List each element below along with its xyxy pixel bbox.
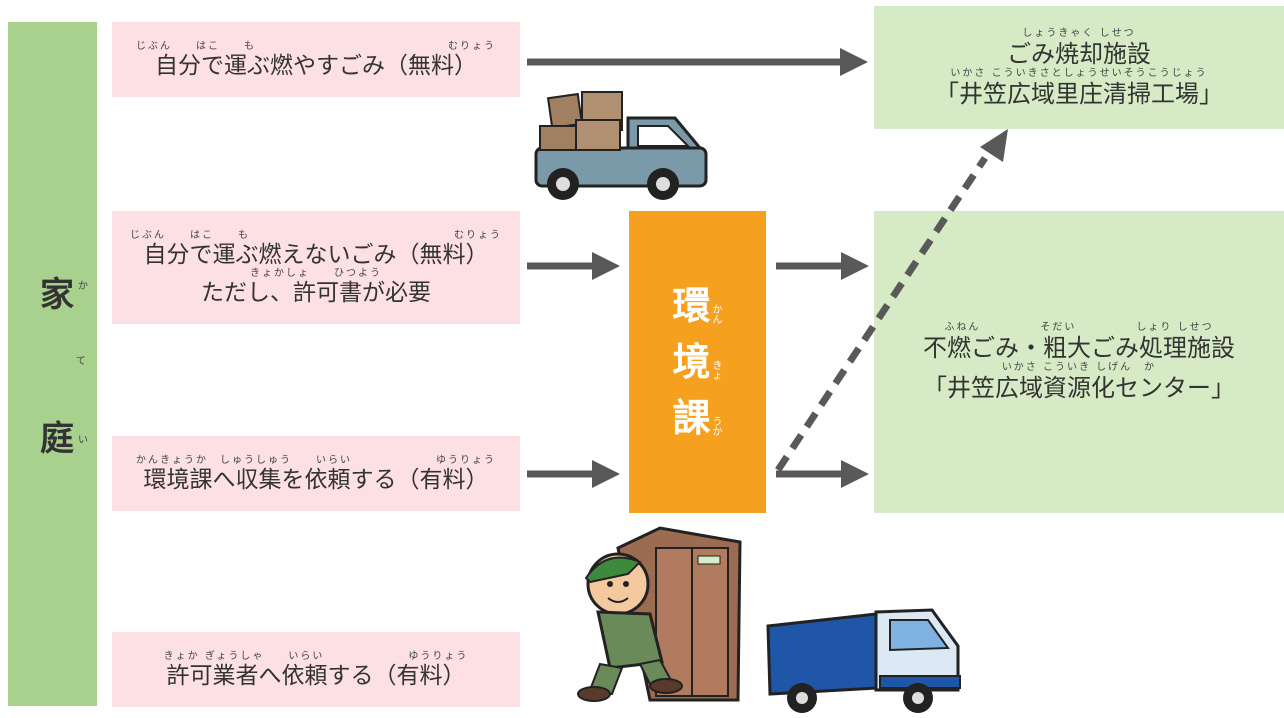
source-label: 許可業者へ依頼する（有料） <box>166 662 466 689</box>
dest-label: ごみ焼却施設 <box>1007 39 1151 68</box>
environment-dept-box <box>629 211 766 513</box>
ruby-text: かんきょうか しゅうしゅう いらい ゆうりょう <box>136 454 496 466</box>
source-licensed-contractor: きょか ぎょうしゃ いらい ゆうりょう 許可業者へ依頼する（有料） <box>112 632 520 707</box>
source-box-2 <box>112 211 520 324</box>
home-label: 家 か て 庭 い <box>8 22 97 706</box>
ruby-text: じぶん はこ も むりょう <box>136 40 496 52</box>
dest-line: いかさ こういきさとしょうせいそうこうじょう 「井笠広域里庄清掃工場」 <box>935 68 1223 108</box>
env-ruby-3: うか <box>712 417 723 438</box>
env-ruby-2: きょ <box>712 361 723 382</box>
garbage-truck-icon <box>766 608 961 713</box>
source-line: きょか ぎょうしゃ いらい ゆうりょう 許可業者へ依頼する（有料） <box>164 651 469 689</box>
source-self-burnable: じぶん はこ も むりょう 自分で運ぶ燃やすごみ（無料） <box>112 22 520 97</box>
dest-facility-name: 「井笠広域資源化センター」 <box>923 374 1235 402</box>
dest-line: いかさ こういき しげん か 「井笠広域資源化センター」 <box>923 362 1235 402</box>
dest-box-incineration <box>874 6 1284 129</box>
home-char-2: 庭 <box>40 419 74 459</box>
ruby-text: きょかしょ ひつよう <box>250 267 382 279</box>
source-line: じぶん はこ も むりょう 自分で運ぶ燃えないごみ（無料） <box>130 230 502 268</box>
dest-facility-name: 「井笠広域里庄清掃工場」 <box>935 79 1223 108</box>
source-box-4 <box>112 632 520 707</box>
arrow-source3-to-env <box>527 460 620 488</box>
home-ruby-1: か <box>78 281 88 292</box>
arrow-env-to-recycling-top <box>776 252 869 280</box>
source-line: じぶん はこ も むりょう 自分で運ぶ燃やすごみ（無料） <box>136 41 496 79</box>
source-self-nonburnable: じぶん はこ も むりょう 自分で運ぶ燃えないごみ（無料） きょかしょ ひつよう… <box>112 211 520 324</box>
ruby-text: じぶん はこ も むりょう <box>130 229 502 241</box>
dashed-arrow-env-to-incineration <box>775 129 1008 472</box>
ruby-text: ふねん そだい しょり しせつ <box>944 322 1214 333</box>
source-line: かんきょうか しゅうしゅう いらい ゆうりょう 環境課へ収集を依頼する（有料） <box>136 455 496 493</box>
env-char-2: 境 <box>672 340 711 384</box>
ruby-text: いかさ こういきさとしょうせいそうこうじょう <box>950 67 1208 79</box>
dest-line: しょうきゃく しせつ ごみ焼却施設 <box>1007 28 1151 68</box>
ruby-text: いかさ こういき しげん か <box>1001 362 1157 373</box>
environment-dept-label: 環 かん 境 きょ 課 うか <box>629 211 766 513</box>
source-box-3 <box>112 436 520 511</box>
env-char-3: 課 <box>672 396 711 440</box>
ruby-text: きょか ぎょうしゃ いらい ゆうりょう <box>163 650 469 662</box>
dest-label: 不燃ごみ・粗大ごみ処理施設 <box>923 334 1235 362</box>
worker-carrying-cabinet-icon <box>577 526 742 702</box>
source-request-env-dept: かんきょうか しゅうしゅう いらい ゆうりょう 環境課へ収集を依頼する（有料） <box>112 436 520 511</box>
home-ruby-3: い <box>78 435 88 446</box>
home-ruby-2: て <box>76 356 86 367</box>
dest-line: ふねん そだい しょり しせつ 不燃ごみ・粗大ごみ処理施設 <box>923 322 1235 362</box>
env-char-1: 環 <box>672 284 711 328</box>
arrow-source2-to-env <box>527 252 620 280</box>
source-line: きょかしょ ひつよう ただし、許可書が必要 <box>201 268 431 306</box>
source-box-1 <box>112 22 520 97</box>
dest-recycling-facility: ふねん そだい しょり しせつ 不燃ごみ・粗大ごみ処理施設 いかさ こういき し… <box>874 211 1284 513</box>
env-ruby-1: かん <box>712 305 723 326</box>
ruby-text: しょうきゃく しせつ <box>1022 27 1136 39</box>
dest-incineration-facility: しょうきゃく しせつ ごみ焼却施設 いかさ こういきさとしょうせいそうこうじょう… <box>874 6 1284 129</box>
home-bar <box>8 22 97 706</box>
arrow-source1-to-incineration <box>527 48 868 76</box>
dest-box-recycling <box>874 211 1284 513</box>
source-label: 自分で運ぶ燃えないごみ（無料） <box>143 241 489 268</box>
arrow-env-to-recycling-bottom <box>776 460 869 488</box>
home-char-1: 家 <box>40 275 74 315</box>
source-label: 環境課へ収集を依頼する（有料） <box>143 466 489 493</box>
pickup-truck-icon <box>534 91 708 200</box>
source-label: 自分で運ぶ燃やすごみ（無料） <box>155 52 477 79</box>
source-note: ただし、許可書が必要 <box>201 279 431 306</box>
